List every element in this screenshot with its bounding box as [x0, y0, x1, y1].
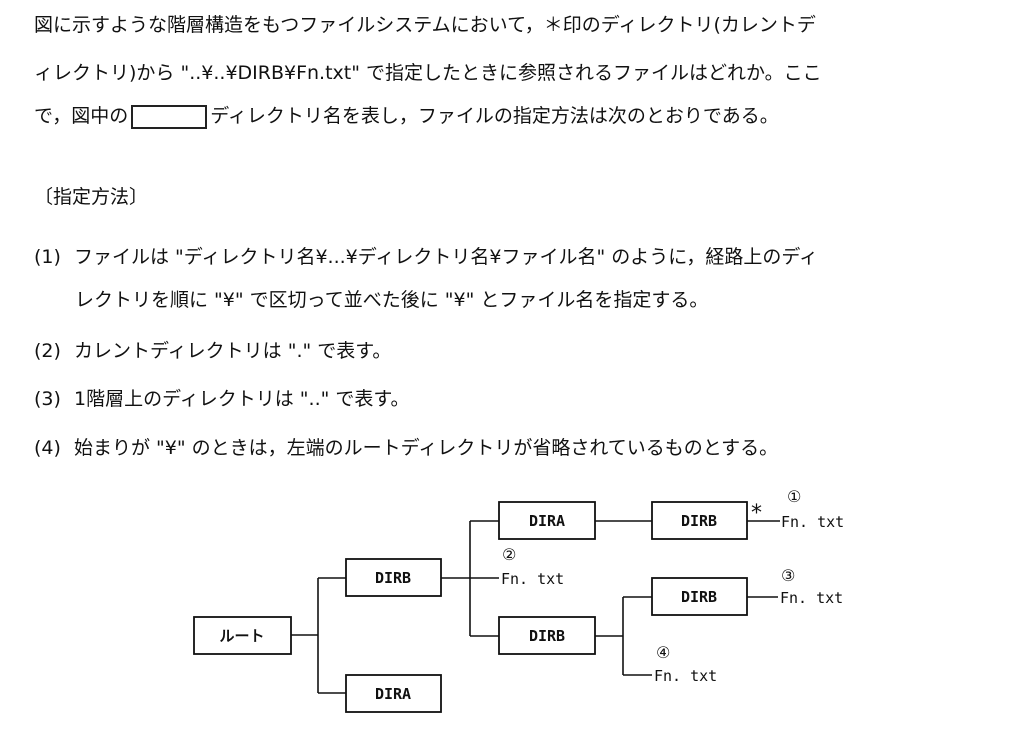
- l2-dirb-box: [498, 616, 596, 655]
- question-line-3-after: ディレクトリ名を表し，ファイルの指定方法は次のとおりである。: [210, 105, 779, 127]
- root-label: ルート: [219, 627, 264, 645]
- l1-dira-box: [345, 674, 442, 713]
- rule-2-text: カレントディレクトリは "." で表す。: [74, 340, 392, 362]
- file-2-name: Fn. txt: [501, 570, 564, 588]
- rule-2: (2) カレントディレクトリは "." で表す。: [34, 338, 391, 364]
- rule-2-number: (2): [34, 340, 61, 362]
- blank-box: [131, 105, 208, 129]
- file-4-name: Fn. txt: [654, 667, 717, 685]
- l3-dirb-current-label: DIRB: [681, 512, 717, 530]
- rule-1-text: ファイルは "ディレクトリ名¥...¥ディレクトリ名¥ファイル名" のように，経…: [74, 246, 819, 268]
- l3-dirb-label: DIRB: [681, 588, 717, 606]
- l3-dirb-current-box: [651, 501, 748, 540]
- l2-dira-box: [498, 501, 596, 540]
- rule-3-text: 1階層上のディレクトリは ".." で表す。: [74, 388, 410, 410]
- file-1-name: Fn. txt: [781, 513, 844, 531]
- rule-4-number: (4): [34, 437, 61, 459]
- tree-boxes: [193, 501, 748, 713]
- l2-dira-label: DIRA: [529, 512, 565, 530]
- file-4-marker: ④: [656, 643, 670, 662]
- l2-dirb-label: DIRB: [529, 627, 565, 645]
- file-1-marker: ①: [787, 487, 801, 506]
- l1-dira-label: DIRA: [375, 685, 411, 703]
- question-line-1: 図に示すような階層構造をもつファイルシステムにおいて，＊印のディレクトリ(カレン…: [34, 14, 816, 36]
- rule-1-number: (1): [34, 246, 61, 268]
- rule-1-continuation: レクトリを順に "¥" で区切って並べた後に "¥" とファイル名を指定する。: [75, 289, 709, 311]
- current-directory-marker: *: [751, 501, 762, 526]
- rule-3: (3) 1階層上のディレクトリは ".." で表す。: [34, 386, 410, 412]
- l1-dirb-box: [345, 558, 442, 597]
- question-line-2: ィレクトリ)から "..¥..¥DIRB¥Fn.txt" で指定したときに参照さ…: [34, 62, 822, 84]
- method-heading: 〔指定方法〕: [34, 186, 149, 208]
- file-3-marker: ③: [781, 566, 795, 585]
- rule-3-number: (3): [34, 388, 61, 410]
- rule-1: (1) ファイルは "ディレクトリ名¥...¥ディレクトリ名¥ファイル名" のよう…: [34, 244, 818, 270]
- rule-4-text: 始まりが "¥" のときは，左端のルートディレクトリが省略されているものとする。: [74, 437, 779, 459]
- question-line-3: で，図中の ディレクトリ名を表し，ファイルの指定方法は次のとおりである。: [34, 103, 779, 129]
- question-line-3-before: で，図中の: [34, 105, 129, 127]
- file-3-name: Fn. txt: [780, 589, 843, 607]
- root-box: [193, 616, 292, 655]
- rule-4: (4) 始まりが "¥" のときは，左端のルートディレクトリが省略されているものと…: [34, 435, 778, 461]
- l3-dirb-box: [651, 577, 748, 616]
- l1-dirb-label: DIRB: [375, 569, 411, 587]
- file-2-marker: ②: [502, 545, 516, 564]
- tree-connectors: [291, 520, 780, 694]
